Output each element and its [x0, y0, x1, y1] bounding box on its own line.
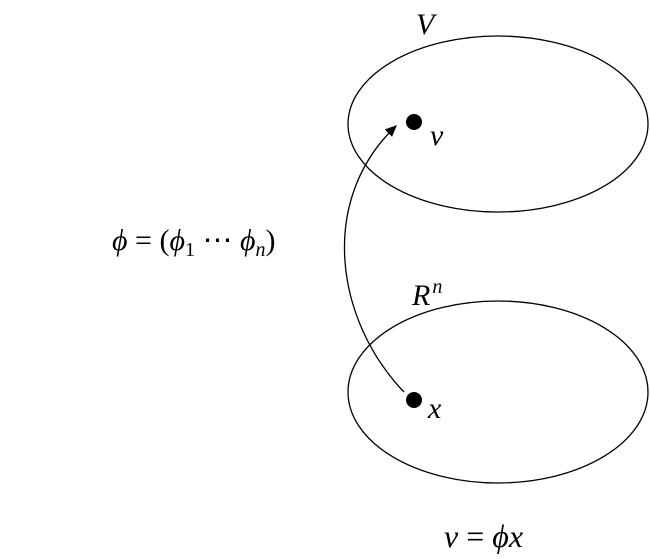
map-formula: ϕ = (ϕ1 ⋯ ϕn) [112, 224, 276, 261]
point-v-dot [406, 114, 422, 130]
set-rn-base: R [411, 279, 430, 312]
equals-open: = ( [128, 224, 170, 257]
set-v-ellipse [347, 35, 649, 213]
relation-rhs: ϕx [492, 518, 523, 554]
map-arrow [343, 125, 405, 393]
phin-symbol: ϕ [240, 224, 256, 257]
phi1-symbol: ϕ [169, 224, 185, 257]
phi1-subscript: 1 [185, 239, 195, 261]
close-paren: ) [266, 224, 276, 257]
relation-lhs: v [444, 518, 459, 554]
relation-eq: = [458, 518, 492, 554]
point-v-label: v [430, 119, 444, 152]
phin-subscript: n [256, 239, 266, 261]
phi-symbol: ϕ [112, 224, 128, 257]
point-x-dot [406, 392, 422, 408]
relation-formula: v = ϕx [444, 518, 523, 554]
set-rn-exponent: n [432, 276, 442, 298]
set-rn-ellipse [347, 300, 649, 484]
dots: ⋯ [195, 224, 240, 257]
point-x-label: x [427, 392, 442, 425]
set-v-label: V [416, 8, 438, 41]
